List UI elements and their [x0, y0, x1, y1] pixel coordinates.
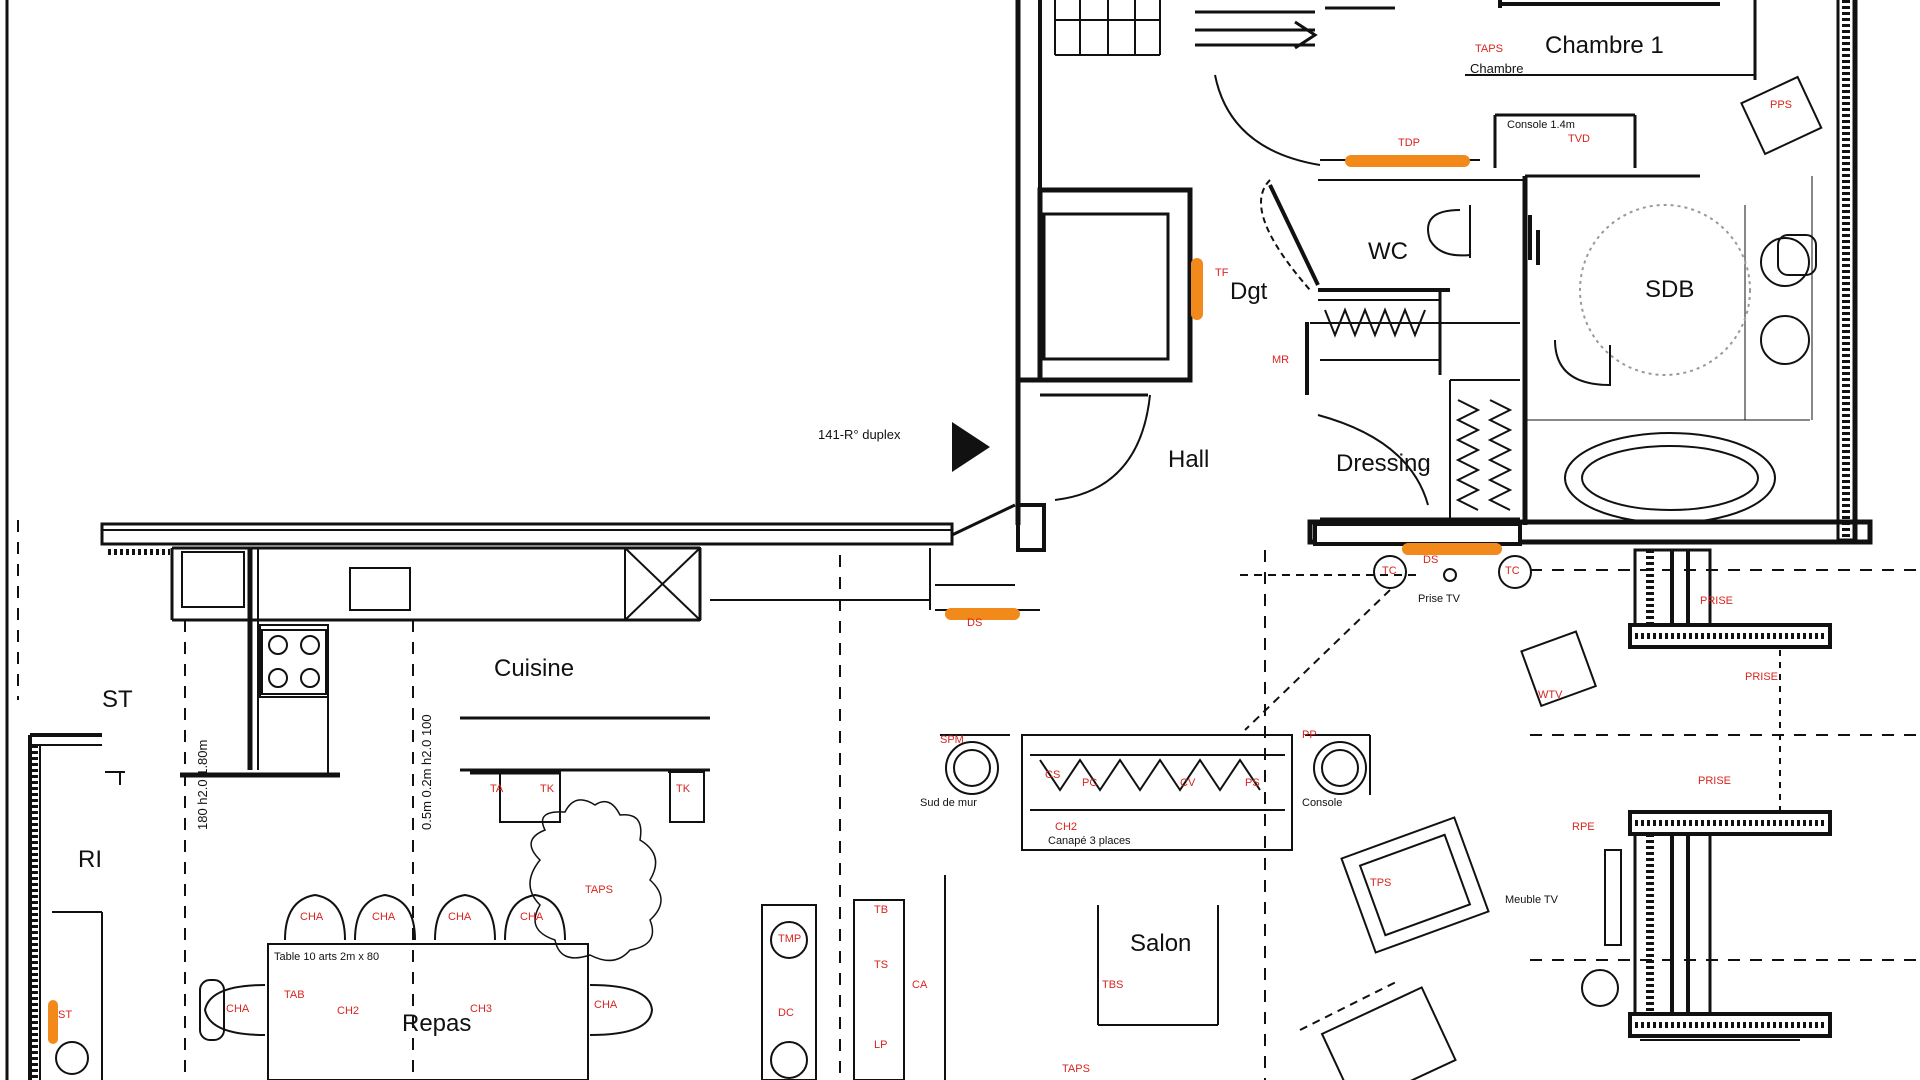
room-label-cuisine: Cuisine — [494, 655, 575, 682]
dashed-guides — [17, 520, 1920, 1080]
tag-pp: PP — [1302, 729, 1317, 741]
tag-tbs: TBS — [1102, 979, 1124, 991]
room-label-dressing: Dressing — [1336, 450, 1431, 477]
tag-prise-1: PRISE — [1745, 671, 1779, 683]
room-label-repas: Repas — [402, 1010, 472, 1037]
tag-ds-door: DS — [967, 617, 983, 629]
prise-tv-note: Prise TV — [1418, 593, 1460, 605]
tag-ch2: CH2 — [337, 1005, 360, 1017]
tag-ca: CA — [912, 979, 928, 991]
room-label-hall: Hall — [1168, 446, 1210, 473]
salon-box — [1097, 905, 1219, 1026]
room-label-wc: WC — [1368, 238, 1408, 265]
console-sdb-note: Console 1.4m — [1507, 119, 1575, 131]
vertical-dim-right: 0.5m 0.2m h2.0 100 — [419, 714, 434, 830]
upper-wing-walls — [1015, 0, 1858, 546]
tag-tps: TPS — [1370, 877, 1392, 889]
tag-ts: TS — [874, 959, 889, 971]
kitchen-island — [460, 716, 710, 823]
main-wall — [100, 519, 1873, 546]
tag-pps: PPS — [1770, 99, 1793, 111]
socket-symbols — [1373, 555, 1619, 1007]
tag-cs: CS — [1045, 769, 1061, 781]
tag-wtv: WTV — [1538, 689, 1563, 701]
room-label-chambre: Chambre 1 — [1545, 32, 1664, 59]
room-label-st: ST — [102, 686, 133, 713]
console-note: Console — [1302, 797, 1343, 809]
tag-cv: CV — [1180, 777, 1196, 789]
room-label-ri: RI — [78, 846, 102, 873]
tag-spm: SPM — [940, 734, 964, 746]
tag-ds-hall: DS — [1423, 554, 1439, 566]
stove — [261, 629, 327, 695]
entry-label: 141-R° duplex — [818, 427, 901, 442]
tag-prise-3: PRISE — [1700, 595, 1734, 607]
tag-tdp: TDP — [1398, 137, 1420, 149]
tag-ch3: CH3 — [470, 1003, 493, 1015]
tag-cha-6: CHA — [594, 999, 618, 1011]
tag-tb: TB — [874, 904, 889, 916]
plant-icon — [529, 799, 662, 962]
tag-cha-4: CHA — [520, 911, 544, 923]
armchairs — [1320, 75, 1823, 1080]
room-label-dgt: Dgt — [1230, 278, 1268, 305]
tag-taps-chambre: TAPS — [1475, 43, 1503, 55]
tag-tmp: TMP — [778, 933, 802, 945]
tag-tc-right: TC — [1505, 565, 1520, 577]
tag-ps: PS — [1245, 777, 1260, 789]
tag-ta: TA — [490, 783, 504, 795]
tag-cha-2: CHA — [372, 911, 396, 923]
sud-mur-note: Sud de mur — [920, 797, 977, 809]
tag-tvd: TVD — [1568, 133, 1590, 145]
sdb-fixtures — [1554, 204, 1817, 524]
entry-arrow-icon — [952, 422, 990, 472]
tag-pc: PC — [1082, 777, 1098, 789]
tag-taps: TAPS — [585, 884, 613, 896]
tag-rpe: RPE — [1572, 821, 1595, 833]
tag-cha-1: CHA — [300, 911, 324, 923]
tag-prise-2: PRISE — [1698, 775, 1732, 787]
staircase — [1054, 0, 1161, 56]
tag-dc: DC — [778, 1007, 794, 1019]
wc-toilet — [1427, 205, 1471, 258]
tag-cha-3: CHA — [448, 911, 472, 923]
tag-tc-left: TC — [1382, 565, 1397, 577]
wardrobe-zigzag — [1324, 307, 1513, 511]
tag-ch-sofa: CH2 — [1055, 821, 1078, 833]
door-swings — [951, 74, 1429, 552]
dining-table — [199, 893, 654, 1080]
living-console — [940, 734, 1371, 851]
tag-mr: MR — [1272, 354, 1290, 366]
stair-arrow — [1195, 6, 1395, 50]
tag-st: ST — [58, 1009, 73, 1021]
tag-lp: LP — [874, 1039, 888, 1051]
table-note: Table 10 arts 2m x 80 — [274, 951, 380, 963]
room-label-sdb: SDB — [1645, 276, 1695, 303]
right-walls — [1604, 548, 1832, 1041]
left-walls — [28, 733, 125, 1080]
meuble-tv-note: Meuble TV — [1505, 894, 1558, 906]
room-label-salon: Salon — [1130, 930, 1192, 957]
tag-cha-5: CHA — [226, 1003, 250, 1015]
tag-taps-salon: TAPS — [1062, 1063, 1090, 1075]
vertical-dim-left: 180 h2.0 1.80m — [195, 739, 210, 830]
tag-tk2: TK — [676, 783, 691, 795]
kitchen-walls — [108, 546, 1040, 778]
canape-note: Canapé 3 places — [1048, 835, 1131, 847]
tag-tab: TAB — [284, 989, 305, 1001]
shelving — [761, 875, 946, 1080]
chambre-note: Chambre — [1470, 61, 1524, 76]
tag-tk: TK — [540, 783, 555, 795]
orange-markers — [48, 155, 1502, 1044]
tag-dgt: TF — [1215, 267, 1229, 279]
